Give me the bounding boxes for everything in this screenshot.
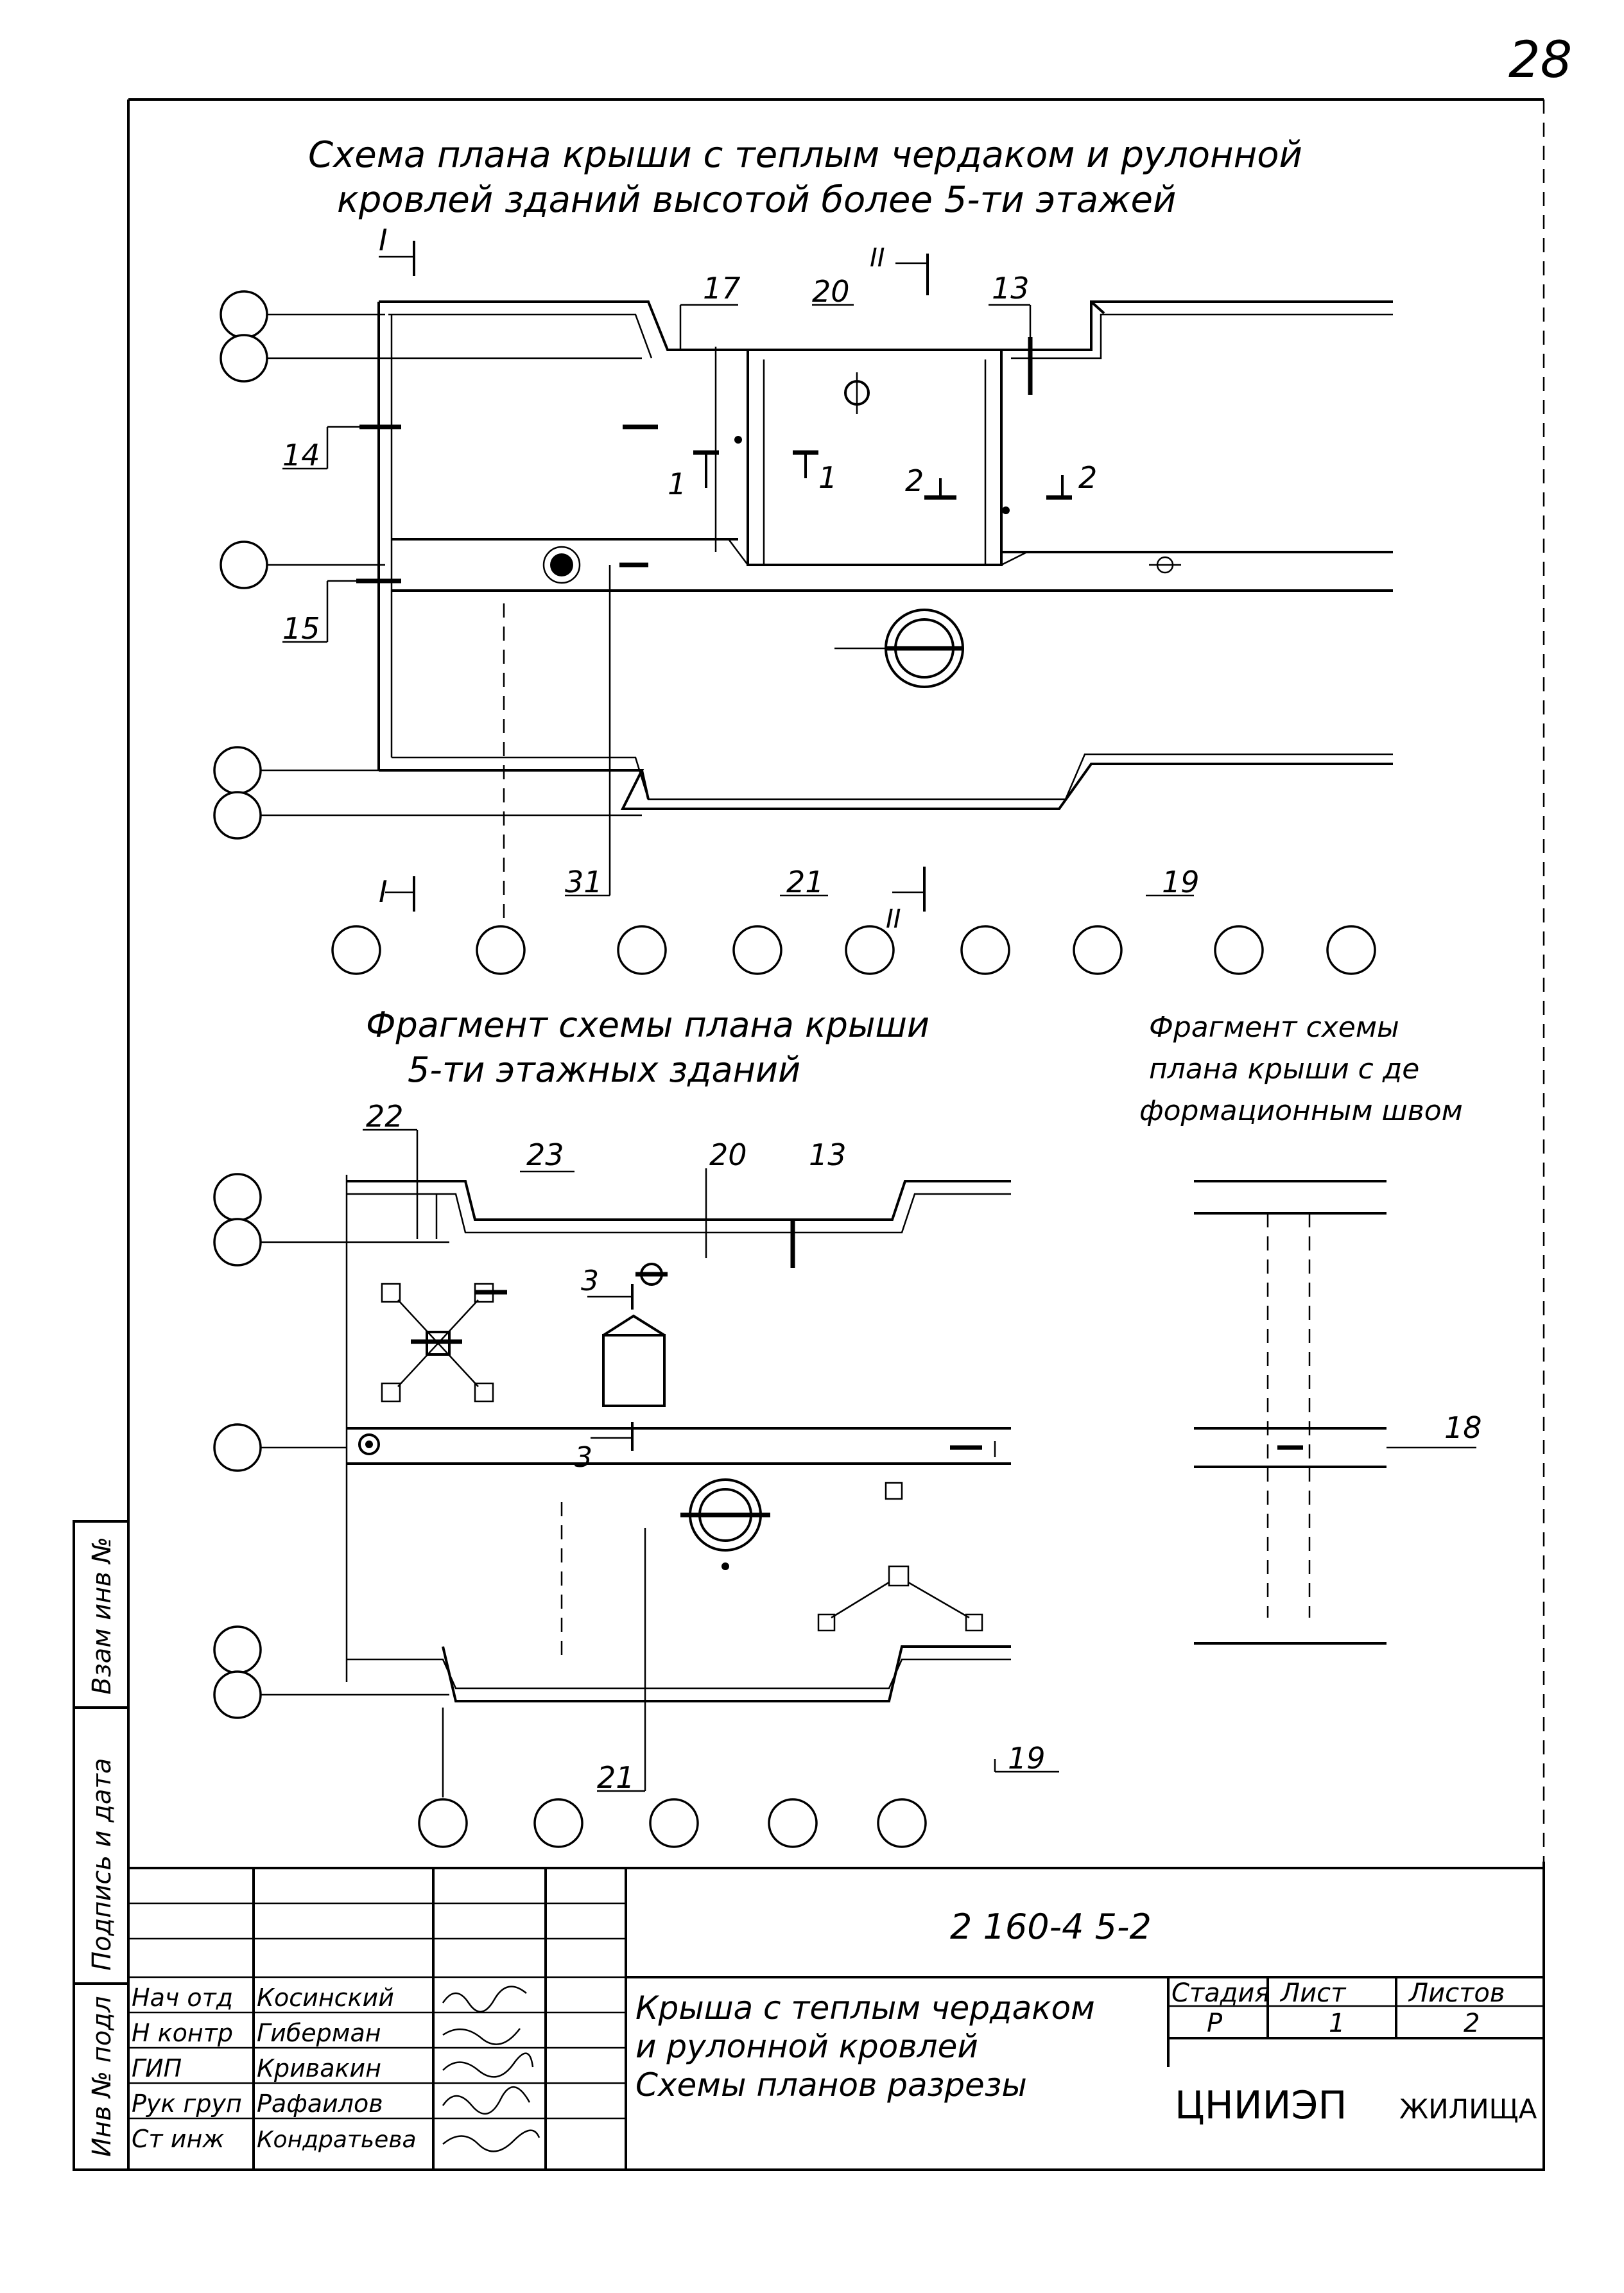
axis-bubbles-left-fragment <box>213 1173 449 1719</box>
fragment-roof-outline <box>347 1180 1011 1702</box>
label-15: 15 <box>282 611 320 646</box>
stage-value: Р <box>1207 2009 1223 2038</box>
description-line2: и рулонной кровлей <box>635 2028 978 2065</box>
fragment-joint-title-line2: плана крыши с де <box>1149 1053 1419 1086</box>
roof-outline <box>377 300 1393 810</box>
fragment-5floor-title-line2: 5-ти этажных зданий <box>408 1050 800 1090</box>
main-plan: Схема плана крыши с теплым чердаком и ру… <box>213 134 1393 975</box>
org-code: ЦНИИЭП <box>1175 2083 1347 2128</box>
org-name: ЖИЛИЩА <box>1399 2093 1537 2125</box>
main-plan-title-line2: кровлей зданий высотой более 5-ти этажей <box>337 179 1176 221</box>
role-4: Рук груп <box>132 2090 242 2118</box>
title-block: 2 160-4 5-2 Нач отд Н контр ГИП Рук груп… <box>127 1867 1545 2171</box>
section-label-I-top: I <box>379 223 388 257</box>
fragment-5floor-title-line1: Фрагмент схемы плана крыши <box>366 1005 929 1045</box>
section-label-3a: 3 <box>581 1265 599 1297</box>
section-label-2b: 2 <box>1078 460 1097 495</box>
label-20: 20 <box>812 274 850 309</box>
fragment-joint-title-line3: формационным швом <box>1139 1095 1463 1127</box>
sheets-header: Листов <box>1408 1978 1505 2008</box>
page-number: 28 <box>1508 31 1572 89</box>
axis-bubbles-bottom <box>331 925 1376 975</box>
fragment-fixtures <box>358 1220 996 1632</box>
description-line3: Схемы планов разрезы <box>635 2066 1027 2104</box>
section-label-2a: 2 <box>905 463 924 498</box>
name-3: Кривакин <box>257 2054 381 2082</box>
fragment-5floor-plan: Фрагмент схемы плана крыши 5-ти этажных … <box>213 1005 1059 1848</box>
left-margin-stamp: Взам инв № Подпись и дата Инв № подл <box>73 1520 130 2171</box>
name-4: Рафаилов <box>257 2090 383 2118</box>
ventilation-unit-icon <box>602 1334 666 1407</box>
description-line1: Крыша с теплым чердаком <box>635 1989 1095 2027</box>
role-1: Нач отд <box>132 1984 233 2012</box>
fragment-labels: 22 23 20 13 21 19 3 3 <box>366 1099 1046 1795</box>
section-label-1b: 1 <box>818 460 837 495</box>
roof-fixtures <box>356 337 1181 688</box>
sheets-value: 2 <box>1464 2009 1480 2038</box>
sheet-frame <box>74 98 1545 2171</box>
label-17: 17 <box>703 271 741 306</box>
label-22: 22 <box>366 1099 404 1134</box>
name-2: Гиберман <box>257 2019 381 2047</box>
sheet-header: Лист <box>1279 1978 1347 2008</box>
section-label-3b: 3 <box>574 1441 592 1474</box>
label-21: 21 <box>597 1760 635 1795</box>
drain-icon <box>550 553 573 576</box>
leader-lines <box>282 304 1194 924</box>
margin-cell-replace-inv: Взам инв № <box>87 1537 117 1695</box>
label-21: 21 <box>786 865 824 899</box>
fragment-leaders <box>345 1129 1059 1797</box>
main-plan-title-line1: Схема плана крыши с теплым чердаком и ру… <box>308 134 1302 176</box>
axis-bubbles-bottom-fragment <box>418 1798 927 1848</box>
margin-cell-original-inv: Инв № подл <box>87 1996 117 2157</box>
sheet-value: 1 <box>1329 2009 1345 2038</box>
label-19: 19 <box>1008 1741 1046 1776</box>
label-23: 23 <box>526 1138 564 1172</box>
role-2: Н контр <box>132 2019 233 2047</box>
signatures <box>442 1986 540 2152</box>
name-5: Кондратьева <box>257 2127 417 2153</box>
label-14: 14 <box>282 438 320 472</box>
section-label-1a: 1 <box>668 467 686 501</box>
axis-bubbles-left <box>213 290 642 840</box>
stage-header: Стадия <box>1171 1978 1270 2008</box>
section-label-I-bottom: I <box>379 874 388 909</box>
label-13: 13 <box>992 271 1030 306</box>
label-13: 13 <box>809 1138 847 1172</box>
name-1: Косинский <box>257 1984 394 2012</box>
section-label-II-bottom: II <box>886 904 901 934</box>
fragment-joint-plan: Фрагмент схемы плана крыши с де формацио… <box>1139 1011 1482 1645</box>
label-19: 19 <box>1162 865 1200 899</box>
doc-code: 2 160-4 5-2 <box>950 1907 1152 1947</box>
section-label-II-top: II <box>870 243 885 273</box>
role-3: ГИП <box>132 2054 182 2082</box>
margin-cell-signature-date: Подпись и дата <box>87 1758 117 1971</box>
label-31: 31 <box>565 865 603 899</box>
main-plan-labels: 17 20 13 14 15 31 21 19 I I II II 1 1 2 … <box>282 223 1200 934</box>
fragment-joint-title-line1: Фрагмент схемы <box>1149 1011 1399 1044</box>
section-marks <box>379 241 1072 912</box>
label-18: 18 <box>1444 1410 1482 1445</box>
role-5: Ст инж <box>132 2125 225 2153</box>
label-20: 20 <box>709 1138 747 1172</box>
